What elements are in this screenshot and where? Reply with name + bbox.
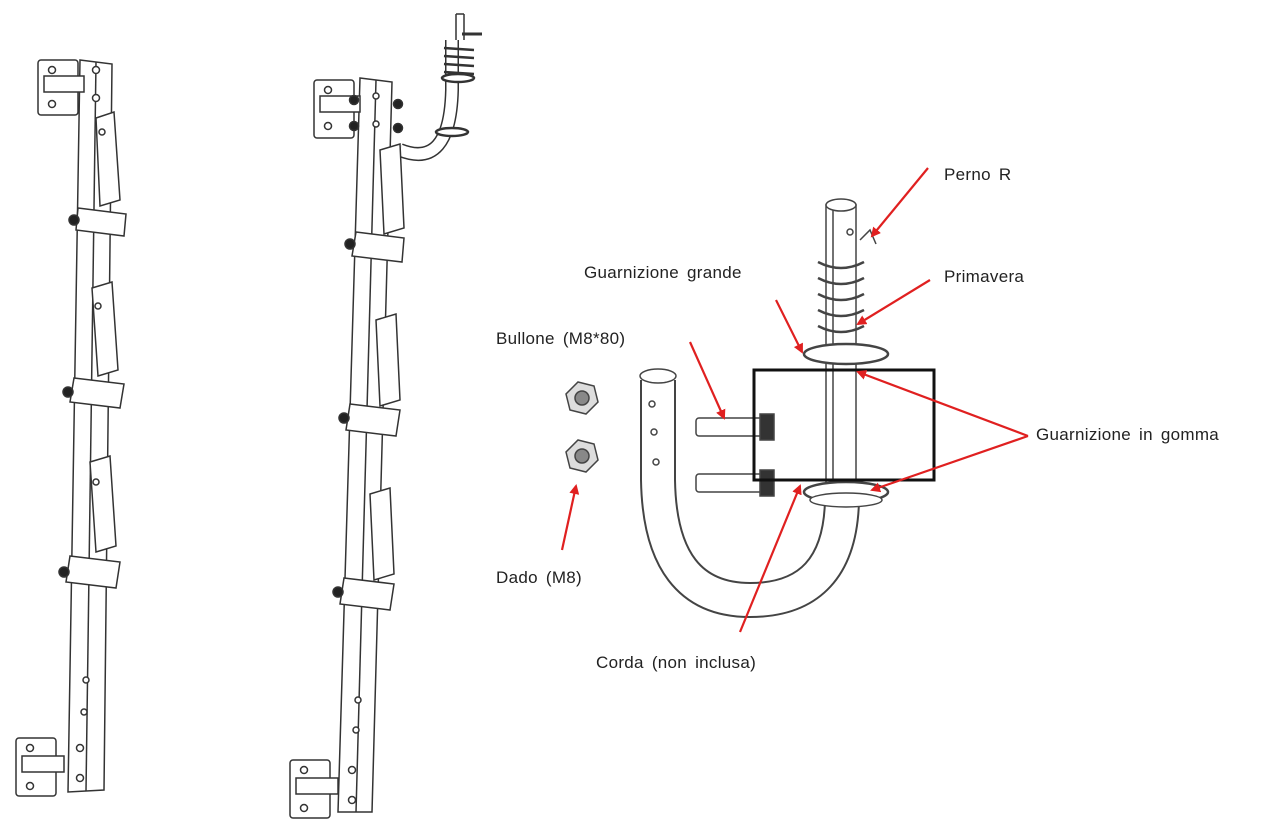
hook-assembly-detail xyxy=(565,198,890,619)
label-bullone: Bullone (M8*80) xyxy=(496,329,626,348)
label-perno-r: Perno R xyxy=(944,165,1012,184)
nut-bottom xyxy=(565,439,599,473)
nut-top xyxy=(565,381,599,415)
middle-rail xyxy=(289,13,482,819)
callout-arrows xyxy=(560,167,1029,633)
label-dado: Dado (M8) xyxy=(496,568,583,587)
label-primavera: Primavera xyxy=(944,267,1025,286)
label-guarnizione-gomma: Guarnizione in gomma xyxy=(1036,425,1220,444)
label-guarnizione-grande: Guarnizione grande xyxy=(584,263,742,282)
label-corda: Corda (non inclusa) xyxy=(596,653,757,672)
rope-box xyxy=(752,368,936,482)
left-rail xyxy=(15,59,127,797)
